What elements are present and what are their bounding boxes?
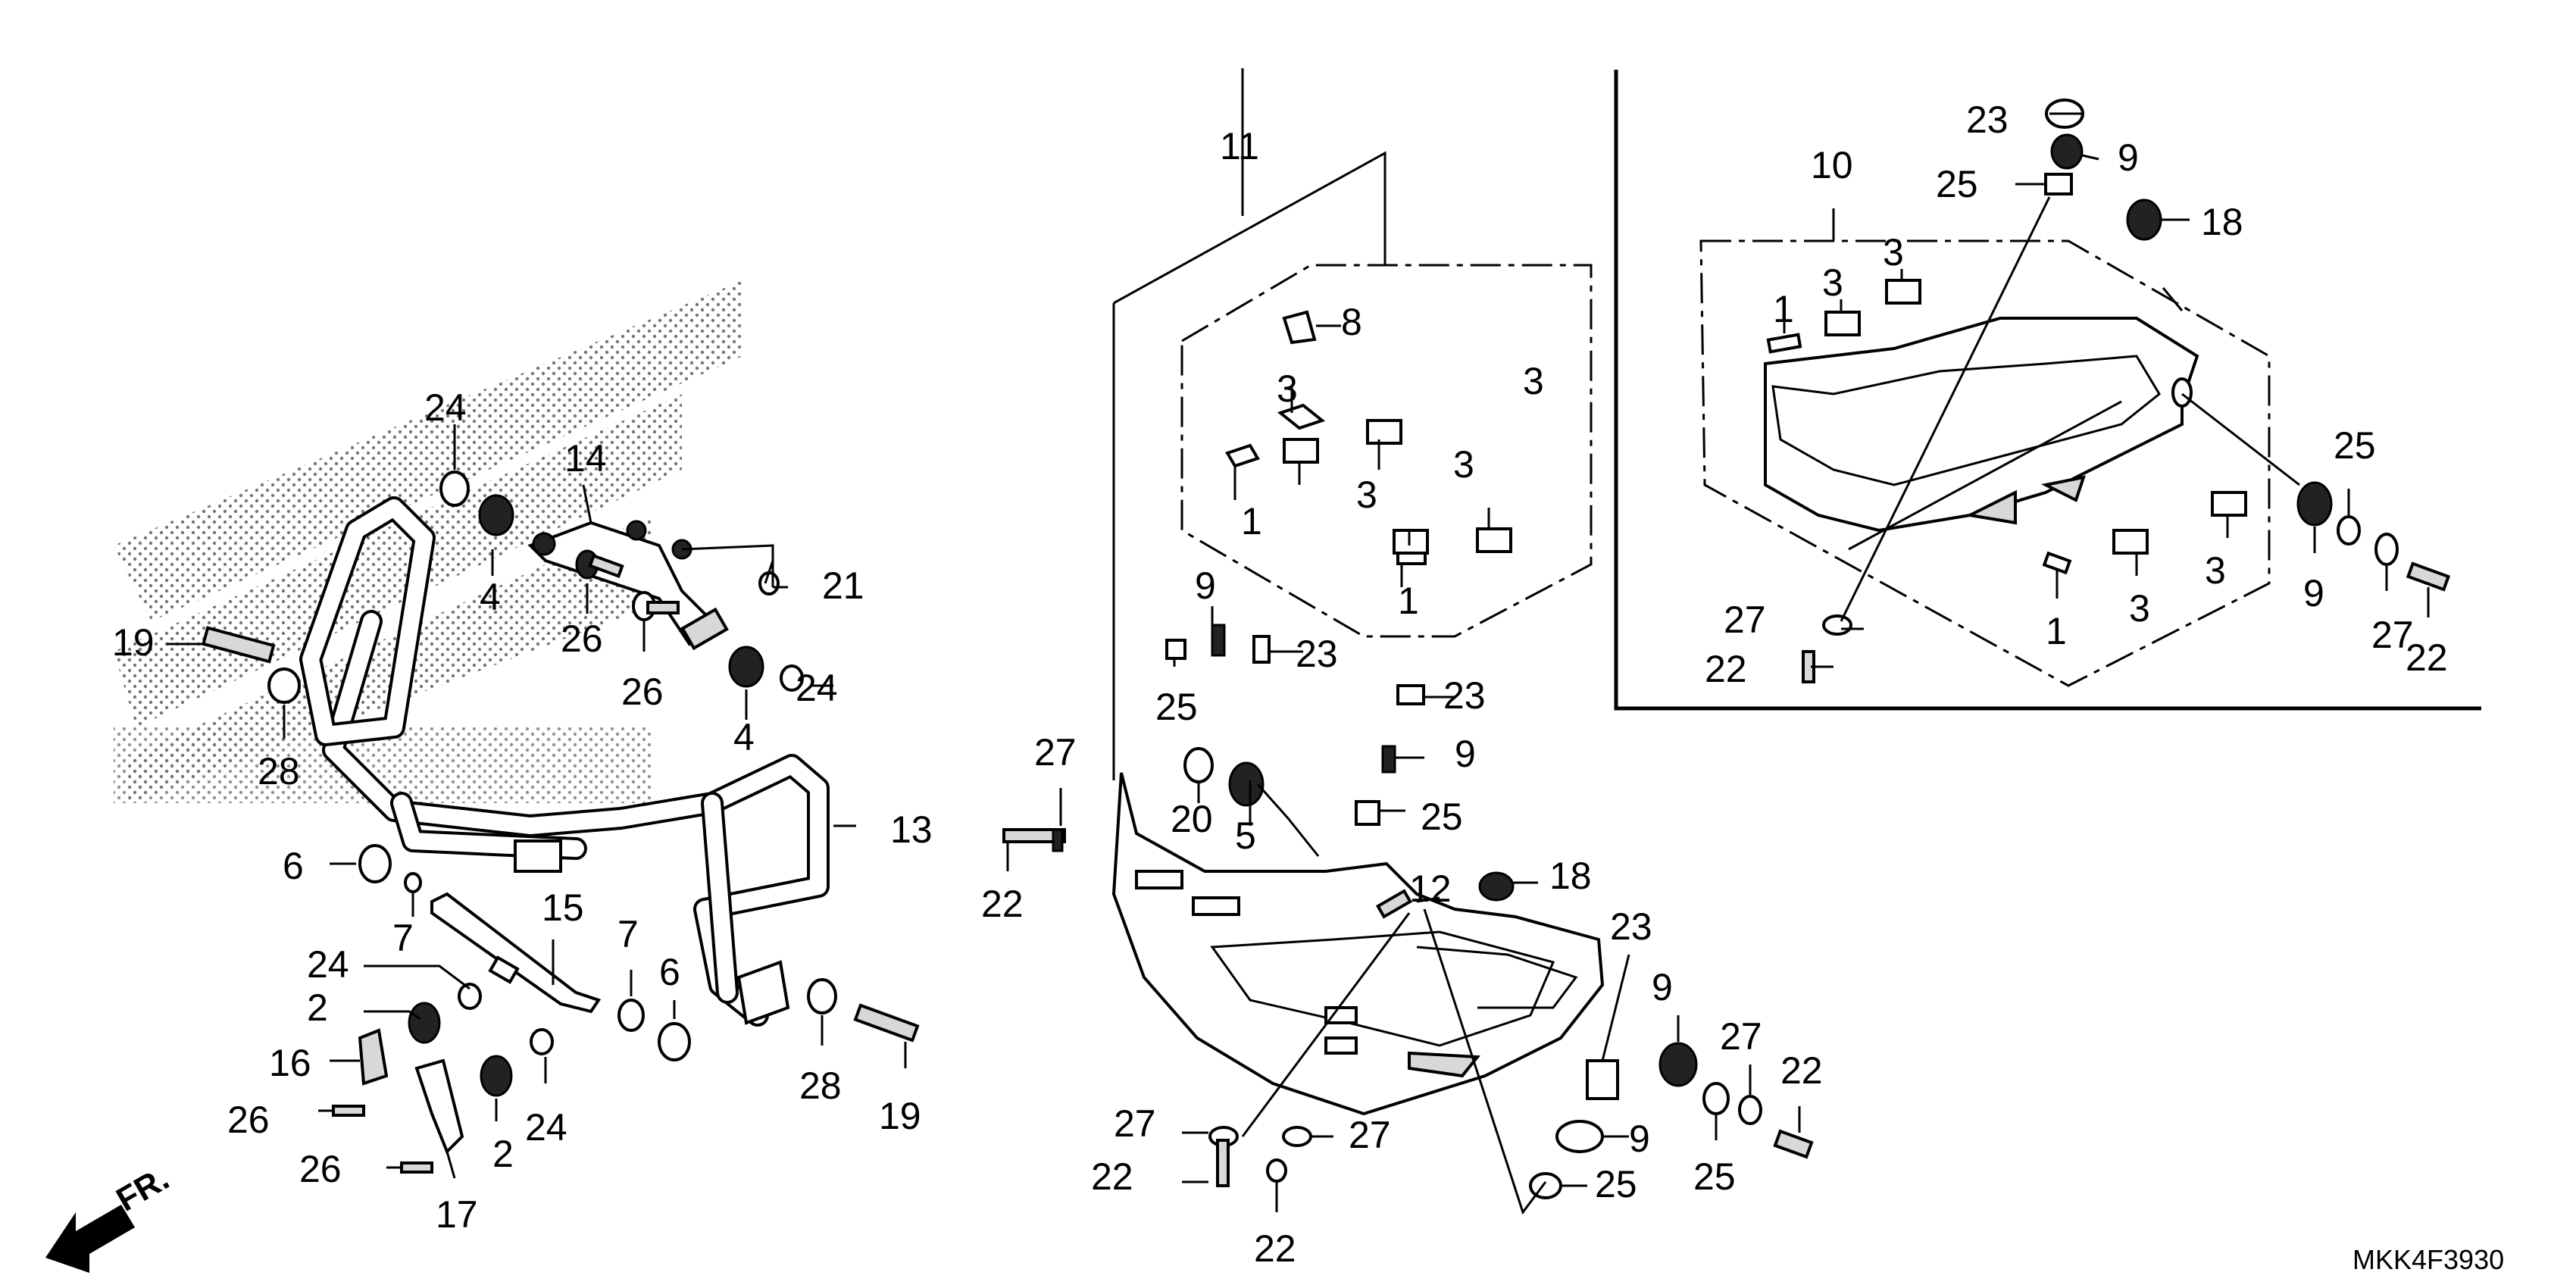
callout-26c: 26	[561, 617, 603, 660]
callout-27e: 27	[1724, 599, 1766, 641]
callout-7a: 7	[392, 917, 414, 959]
callout-25f: 25	[2334, 424, 2376, 467]
callout-19b: 19	[879, 1095, 921, 1137]
callout-27a: 27	[1034, 731, 1077, 774]
callout-23b: 23	[1443, 674, 1486, 717]
callout-11: 11	[1220, 125, 1259, 167]
callout-10: 10	[1811, 144, 1853, 186]
crash-bar	[299, 496, 830, 1027]
callout-1a: 1	[1241, 500, 1262, 542]
callout-3d: 3	[1523, 360, 1544, 402]
callout-28a: 28	[258, 750, 300, 792]
callout-23c: 23	[1610, 905, 1652, 948]
callout-22a: 22	[981, 883, 1024, 925]
inset-hardware	[1766, 98, 2451, 683]
callout-23a: 23	[1296, 633, 1338, 675]
callout-26d: 26	[621, 671, 664, 713]
callout-25a: 25	[1155, 686, 1198, 728]
callout-27d: 27	[1720, 1015, 1762, 1058]
leader-lines	[167, 112, 2430, 1215]
callout-25d: 25	[1595, 1163, 1637, 1205]
callout-28b: 28	[799, 1064, 842, 1107]
group-box-11	[1112, 68, 1593, 780]
callout-25c: 25	[1693, 1155, 1736, 1198]
callout-25b: 25	[1421, 796, 1463, 838]
callout-9c: 9	[1652, 966, 1673, 1008]
callout-18a: 18	[1549, 855, 1592, 897]
skid-hardware	[1002, 310, 1814, 1199]
callout-21: 21	[822, 564, 864, 607]
callout-23d: 23	[1966, 98, 2009, 141]
callout-3a: 3	[1277, 367, 1298, 410]
group-box-10	[1699, 208, 2271, 687]
bracket-15	[430, 892, 602, 1014]
callout-27f: 27	[2371, 614, 2414, 656]
diagram-reference-code: MKK4F3930	[2352, 1244, 2504, 1275]
left-hardware	[201, 470, 920, 1174]
plates-16-17	[358, 1028, 464, 1155]
callout-3h: 3	[2205, 549, 2226, 592]
callout-18b: 18	[2201, 201, 2243, 243]
callout-24b: 24	[796, 667, 838, 709]
callout-20: 20	[1171, 798, 1213, 840]
callout-22f: 22	[2406, 636, 2448, 679]
callout-27b: 27	[1114, 1102, 1156, 1145]
callout-1c: 1	[1773, 288, 1794, 330]
callout-3b: 3	[1356, 474, 1377, 516]
callout-25e: 25	[1936, 163, 1978, 205]
callout-9d: 9	[1629, 1118, 1650, 1160]
callout-3f: 3	[1883, 231, 1904, 274]
callout-2a: 2	[307, 986, 328, 1029]
callout-4a: 4	[480, 576, 501, 618]
callout-9b: 9	[1455, 733, 1476, 775]
callout-3c: 3	[1453, 443, 1474, 486]
skid-plate-10	[1764, 317, 2199, 533]
callout-16: 16	[269, 1042, 311, 1084]
callout-26a: 26	[227, 1099, 270, 1141]
callout-6a: 6	[283, 845, 304, 887]
callout-9f: 9	[2303, 572, 2324, 614]
callout-3g: 3	[2129, 587, 2150, 630]
front-direction-arrow	[45, 1205, 135, 1273]
callout-24d: 24	[525, 1106, 567, 1149]
callout-9e: 9	[2118, 136, 2139, 179]
callout-7b: 7	[617, 913, 639, 955]
callout-6b: 6	[659, 951, 680, 993]
callout-12: 12	[1409, 868, 1452, 910]
skid-plate-assembled	[1111, 772, 1605, 1116]
callout-22e: 22	[1705, 648, 1747, 690]
callout-2b: 2	[492, 1133, 514, 1175]
callout-22b: 22	[1091, 1155, 1133, 1198]
callout-19a: 19	[112, 621, 155, 664]
inset-frame	[1614, 70, 2481, 711]
callout-24a: 24	[424, 386, 467, 429]
callout-13: 13	[890, 808, 933, 851]
callout-22c: 22	[1254, 1227, 1296, 1270]
callout-17: 17	[436, 1193, 478, 1236]
callout-9a: 9	[1195, 564, 1216, 607]
callout-5: 5	[1235, 814, 1256, 857]
callout-1d: 1	[2046, 610, 2067, 652]
callout-14: 14	[564, 437, 607, 480]
callout-4b: 4	[733, 716, 755, 758]
callout-26b: 26	[299, 1148, 342, 1190]
callout-24c: 24	[307, 943, 349, 986]
callout-27c: 27	[1349, 1114, 1391, 1156]
callout-1b: 1	[1398, 580, 1419, 622]
callout-22d: 22	[1780, 1049, 1823, 1092]
callout-15: 15	[542, 886, 584, 929]
callout-3e: 3	[1822, 261, 1843, 304]
callout-8: 8	[1341, 301, 1362, 343]
